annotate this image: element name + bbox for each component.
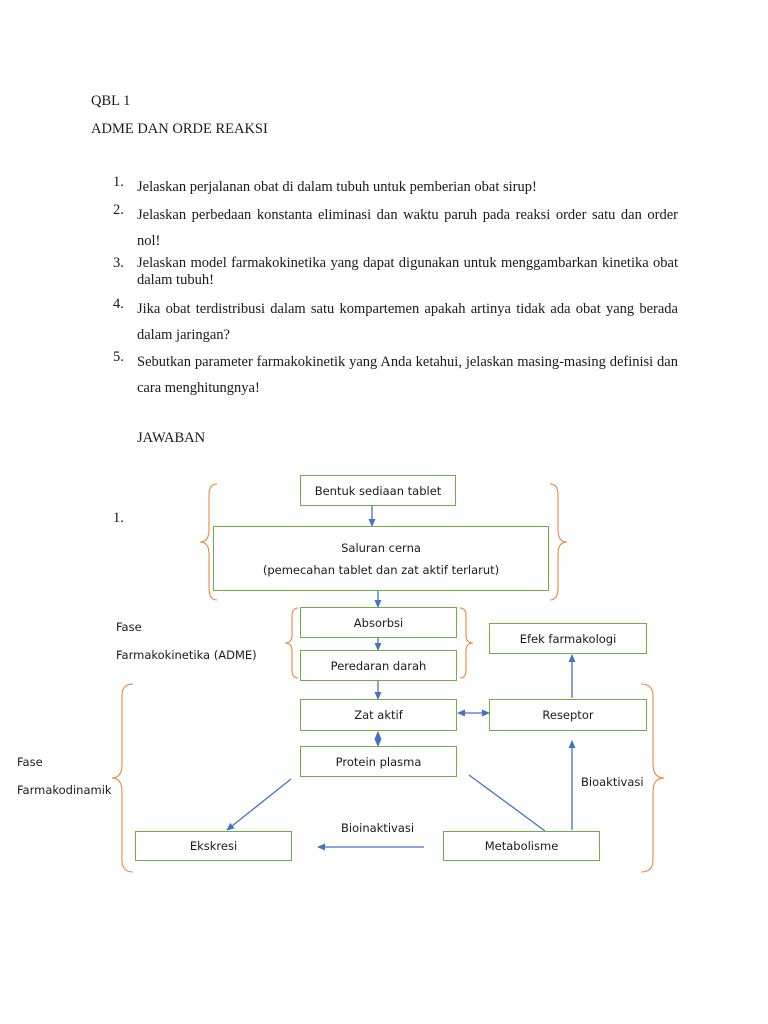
label-fase-farmakokinetika: Fase Farmakokinetika (ADME)	[116, 620, 257, 662]
node-label: Protein plasma	[335, 754, 422, 769]
arrow-protein-to-ekskresi	[226, 778, 292, 831]
question-number: 2.	[113, 202, 124, 218]
question-text: Jelaskan model farmakokinetika yang dapa…	[137, 255, 678, 288]
node-zat-aktif: Zat aktif	[300, 699, 457, 731]
label-line: Farmakodinamik	[17, 783, 112, 797]
question-text: Jelaskan perbedaan konstanta eliminasi d…	[137, 207, 678, 249]
node-metabolisme: Metabolisme	[443, 831, 600, 861]
node-ekskresi: Ekskresi	[135, 831, 292, 861]
node-label: Ekskresi	[189, 839, 238, 853]
node-saluran-cerna: Saluran cerna (pemecahan tablet dan zat …	[213, 526, 549, 591]
label-fase-farmakodinamik: Fase Farmakodinamik	[17, 755, 112, 797]
question-number: 1.	[113, 174, 124, 190]
node-label: Saluran cerna	[341, 540, 421, 555]
line-protein-to-metabolisme	[468, 774, 546, 832]
brace-right-upper	[549, 483, 568, 601]
question-text: Jelaskan perjalanan obat di dalam tubuh …	[137, 179, 537, 195]
brace-right-middle	[459, 607, 474, 679]
question-text: Jika obat terdistribusi dalam satu kompa…	[137, 301, 678, 343]
question-number: 4.	[113, 296, 124, 312]
question-number: 3.	[113, 255, 124, 271]
brace-left-middle	[284, 607, 299, 679]
label-line: Fase	[17, 755, 43, 769]
node-label: Peredaran darah	[330, 658, 427, 673]
node-absorbsi: Absorbsi	[300, 607, 457, 638]
node-protein-plasma: Protein plasma	[300, 746, 457, 777]
brace-left-upper	[199, 483, 218, 601]
node-bentuk-sediaan: Bentuk sediaan tablet	[300, 475, 456, 506]
label-bioaktivasi: Bioaktivasi	[581, 775, 644, 789]
node-label: Metabolisme	[484, 839, 559, 853]
label-line: Fase	[116, 620, 142, 634]
doc-code: QBL 1	[91, 93, 131, 109]
node-label-detail: (pemecahan tablet dan zat aktif terlarut…	[262, 562, 500, 577]
question-number: 5.	[113, 349, 124, 365]
answer-heading: JAWABAN	[137, 430, 206, 446]
node-label: Efek farmakologi	[519, 631, 617, 646]
node-label: Bentuk sediaan tablet	[314, 483, 442, 498]
answer-number: 1.	[113, 510, 124, 526]
node-label: Zat aktif	[354, 708, 403, 722]
node-label: Absorbsi	[353, 615, 404, 630]
label-bioinaktivasi: Bioinaktivasi	[341, 821, 415, 835]
question-text: Sebutkan parameter farmakokinetik yang A…	[137, 354, 678, 396]
node-label: Reseptor	[542, 708, 594, 722]
brace-right-lower	[640, 683, 665, 873]
brace-left-lower	[111, 683, 134, 873]
doc-title: ADME DAN ORDE REAKSI	[91, 121, 268, 137]
node-peredaran-darah: Peredaran darah	[300, 650, 457, 681]
label-line: Farmakokinetika (ADME)	[116, 648, 257, 662]
node-reseptor: Reseptor	[489, 699, 647, 731]
node-efek-farmakologi: Efek farmakologi	[489, 623, 647, 654]
